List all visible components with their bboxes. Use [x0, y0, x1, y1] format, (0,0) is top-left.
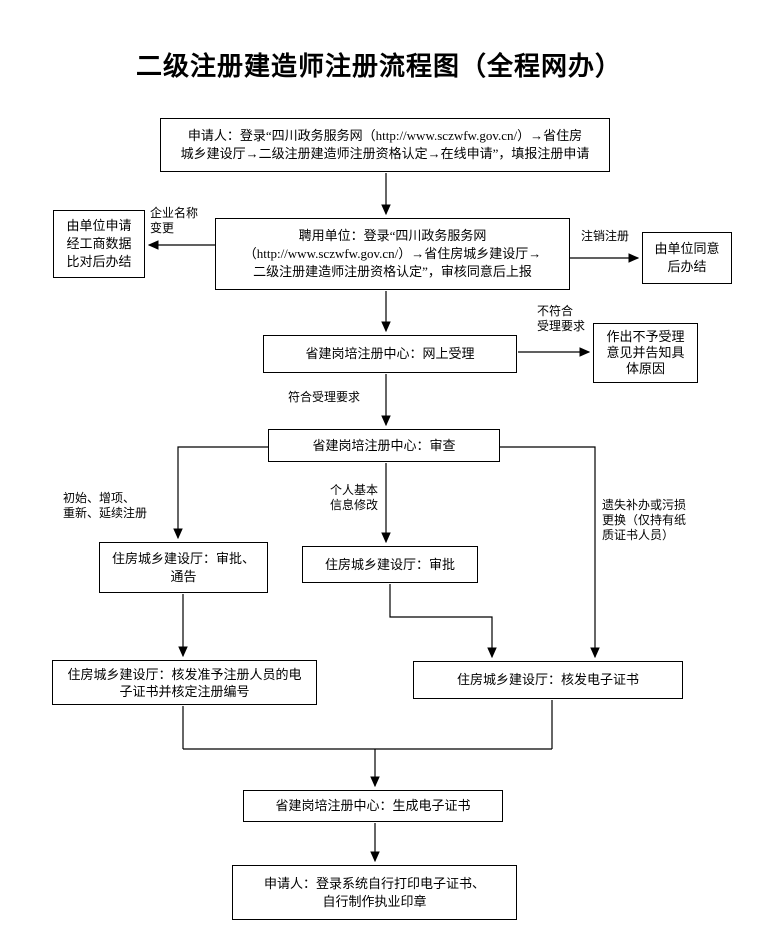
edge-label-not-meet-requirements: 不符合 受理要求 [537, 304, 586, 333]
edge-label-personal-info-change: 个人基本 信息修改 [330, 483, 379, 512]
node-applicant-print: 申请人：登录系统自行打印电子证书、 自行制作执业印章 [232, 865, 517, 920]
edge-label-company-name-change: 企业名称 变更 [150, 206, 199, 235]
edge-label-meet-requirements: 符合受理要求 [288, 390, 361, 404]
edge-label-cancel-registration: 注销注册 [581, 229, 630, 243]
node-unit-apply-result: 由单位申请 经工商数据 比对后办结 [53, 210, 145, 278]
node-employer-report: 聘用单位：登录“四川政务服务网 （http://www.sczwfw.gov.c… [215, 218, 570, 290]
node-reject-notice: 作出不予受理 意见并告知具 体原因 [593, 323, 698, 383]
edge-label-initial-add-renew: 初始、增项、 重新、延续注册 [63, 491, 148, 520]
node-center-online-accept: 省建岗培注册中心：网上受理 [263, 335, 517, 373]
node-dept-issue-ecert: 住房城乡建设厅：核发电子证书 [413, 661, 683, 699]
node-dept-approve-announce: 住房城乡建设厅：审批、 通告 [99, 542, 268, 593]
node-center-review: 省建岗培注册中心：审查 [268, 429, 500, 462]
node-dept-issue-cert-number: 住房城乡建设厅：核发准予注册人员的电 子证书并核定注册编号 [52, 660, 317, 705]
edge-label-lost-or-damaged: 遗失补办或污损 更换（仅持有纸 质证书人员） [602, 498, 687, 542]
node-dept-approve: 住房城乡建设厅：审批 [302, 546, 478, 583]
node-applicant-apply: 申请人：登录“四川政务服务网（http://www.sczwfw.gov.cn/… [160, 118, 610, 172]
edge-review-to-issue-ecert [500, 446, 600, 659]
edge-approve-to-issue-ecert [389, 584, 497, 659]
page-title: 二级注册建造师注册流程图（全程网办） [135, 52, 622, 81]
node-center-generate-ecert: 省建岗培注册中心：生成电子证书 [243, 790, 503, 822]
edge-review-to-approve-announce [173, 446, 268, 540]
node-unit-agree-result: 由单位同意 后办结 [642, 232, 732, 284]
